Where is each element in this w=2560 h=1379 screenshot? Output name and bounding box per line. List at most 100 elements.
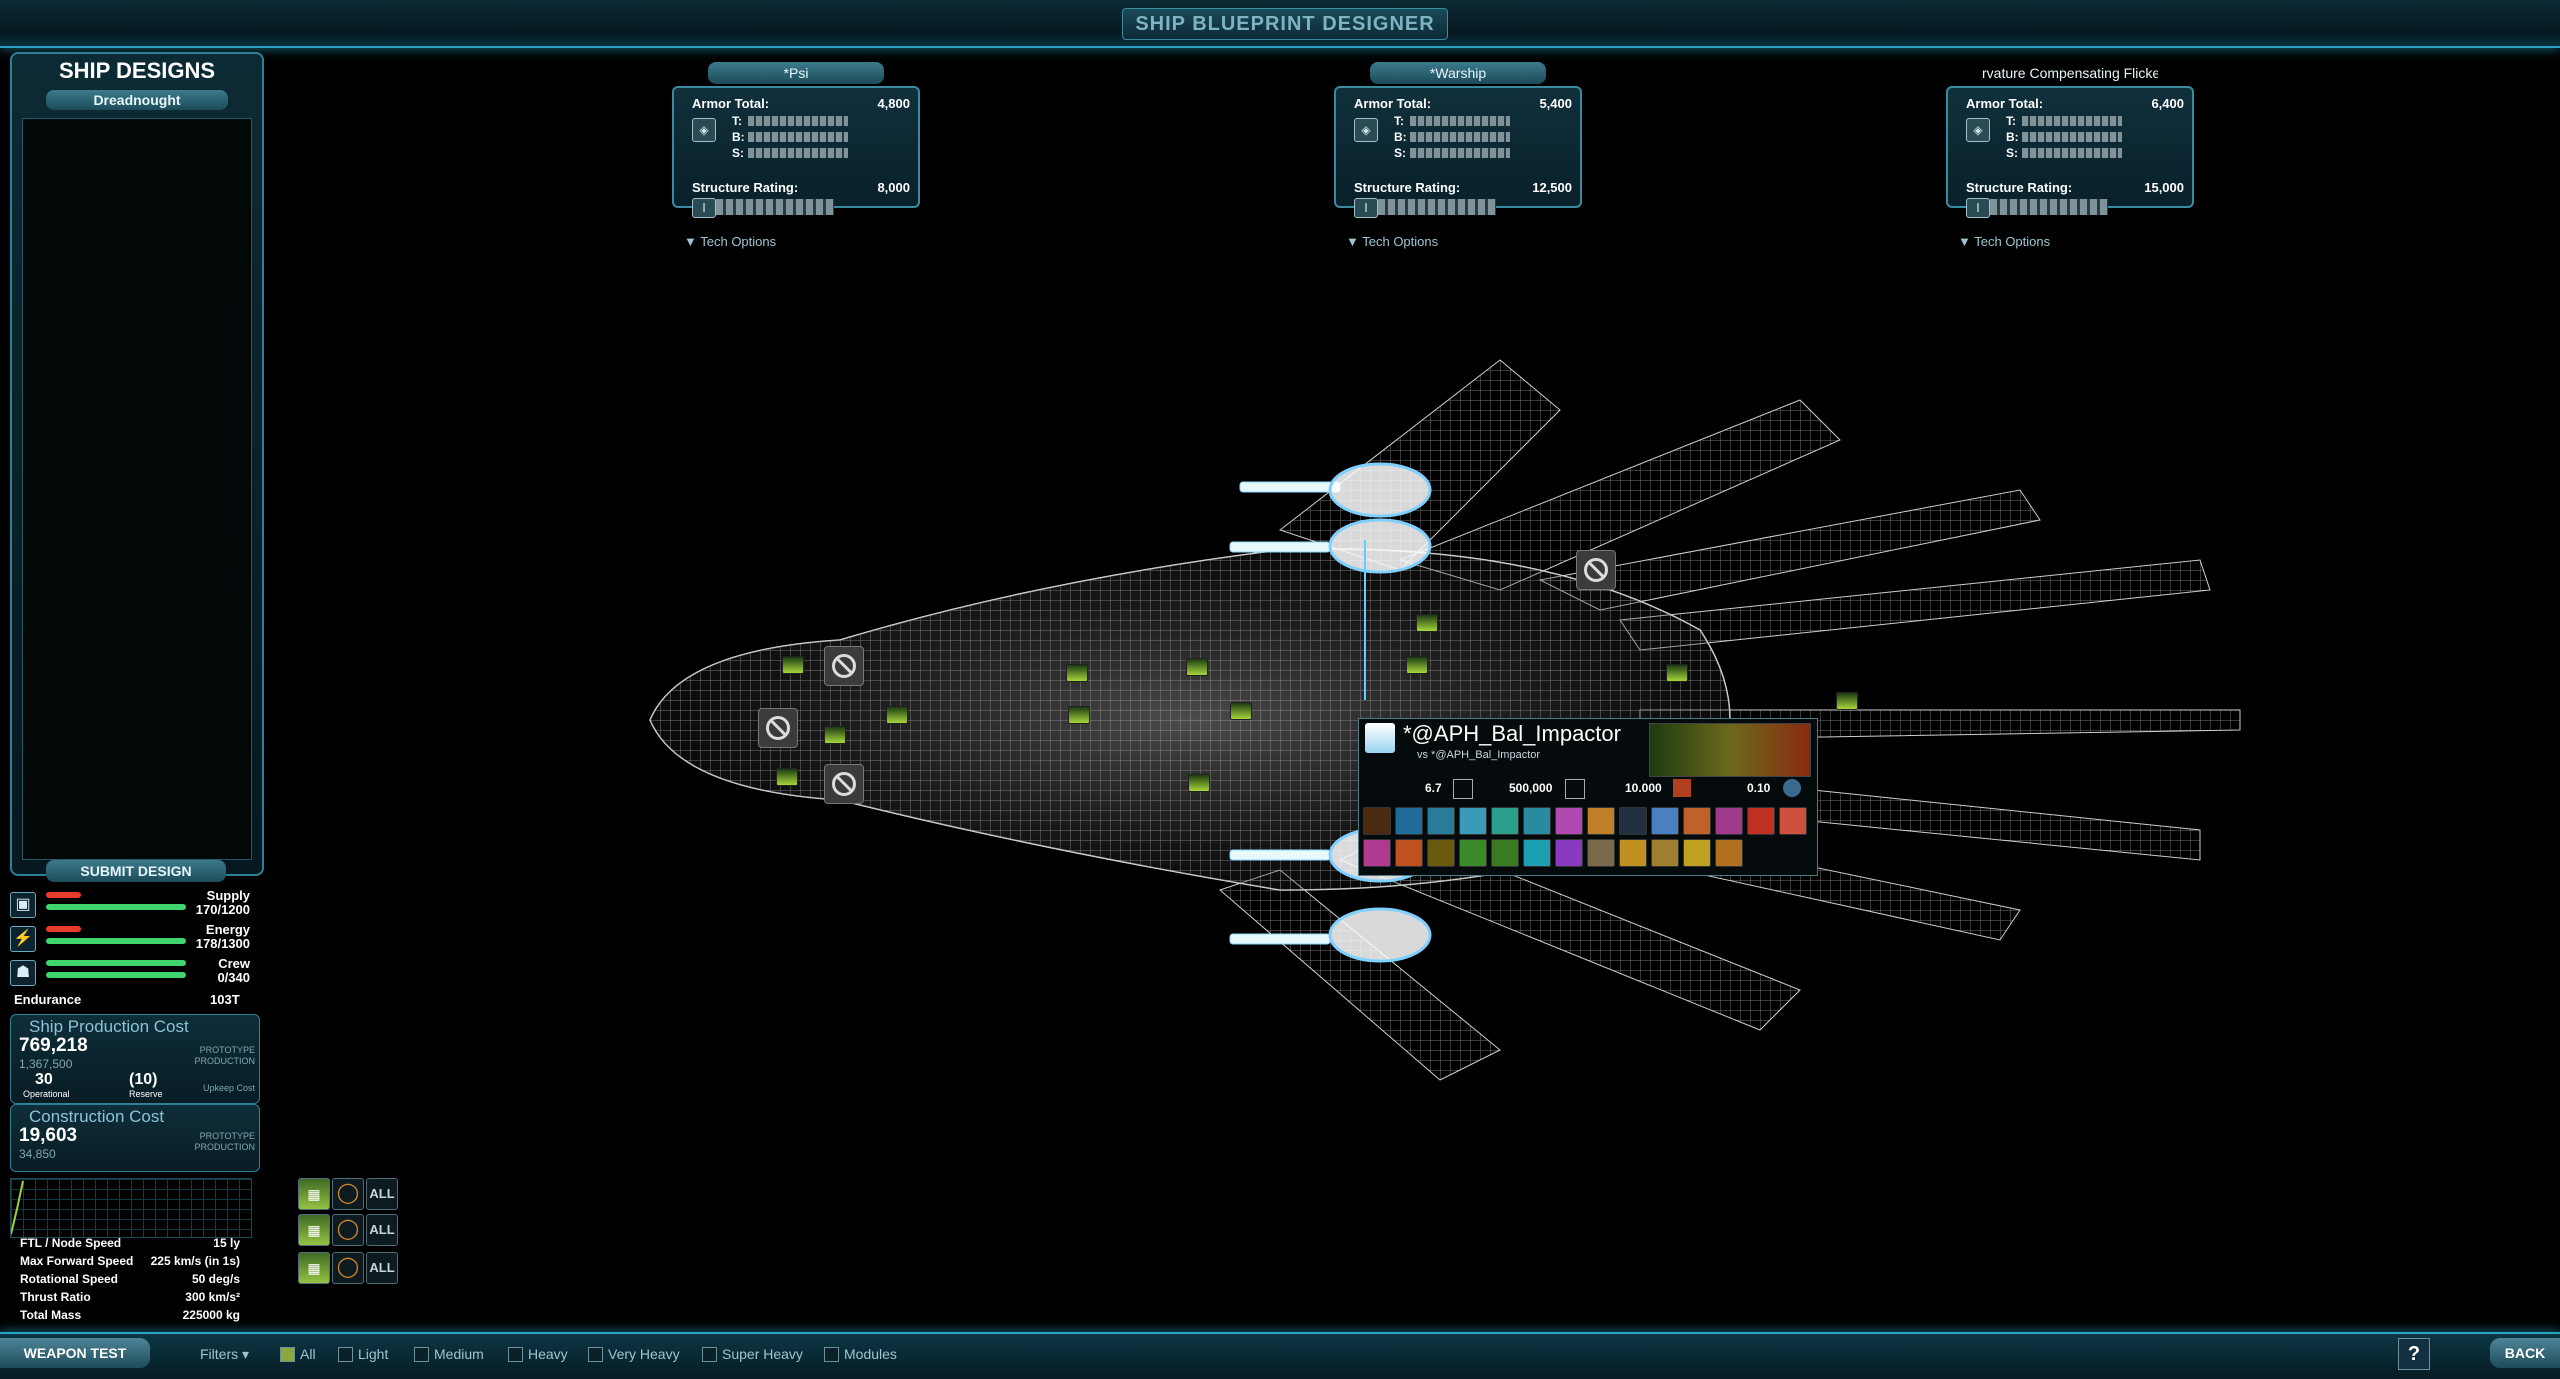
ship-panel-warship: *Warship Armor Total: 5,400 ◈ T: B: S: S… <box>1334 56 1582 249</box>
tech-options-button[interactable]: ▼ Tech Options <box>1346 234 1439 249</box>
modifier-grid <box>1363 805 1813 869</box>
blocked-slot-icon[interactable] <box>758 708 798 748</box>
modifier-icon[interactable] <box>1491 839 1519 867</box>
designs-list[interactable] <box>22 118 252 860</box>
modifier-icon[interactable] <box>1779 807 1807 835</box>
structure-bar <box>1378 199 1496 215</box>
weapon-slot-2-all-button[interactable]: ALL <box>366 1214 398 1246</box>
module-slot[interactable] <box>1406 656 1428 674</box>
weapon-slot-3-icon[interactable]: ▦ <box>298 1252 330 1284</box>
filter-very-heavy[interactable]: Very Heavy <box>588 1346 680 1364</box>
filter-super-heavy[interactable]: Super Heavy <box>702 1346 803 1364</box>
filter-heavy[interactable]: Heavy <box>508 1346 568 1364</box>
armor-row-b: B: <box>1394 130 1407 144</box>
modifier-icon[interactable] <box>1427 807 1455 835</box>
weapon-slot-3-all-button[interactable]: ALL <box>366 1252 398 1284</box>
modifier-icon[interactable] <box>1523 807 1551 835</box>
speed-graph <box>10 1178 252 1238</box>
modifier-icon[interactable] <box>1363 839 1391 867</box>
weapon-slot-2-icon[interactable]: ▦ <box>298 1214 330 1246</box>
structure-rating-value: 12,500 <box>1532 180 1572 195</box>
modifier-icon[interactable] <box>1427 839 1455 867</box>
modifier-icon[interactable] <box>1395 807 1423 835</box>
module-slot[interactable] <box>1666 664 1688 682</box>
structure-rating-label: Structure Rating: <box>1354 180 1461 195</box>
module-slot[interactable] <box>776 768 798 786</box>
shield-icon: ◈ <box>692 118 716 142</box>
module-slot[interactable] <box>1068 706 1090 724</box>
modifier-icon[interactable] <box>1395 839 1423 867</box>
modifier-icon[interactable] <box>1651 807 1679 835</box>
stat-label: Thrust Ratio <box>20 1290 91 1304</box>
armor-row-s: S: <box>732 146 744 160</box>
module-slot[interactable] <box>1066 664 1088 682</box>
module-slot[interactable] <box>1836 692 1858 710</box>
module-slot[interactable] <box>1188 774 1210 792</box>
modifier-icon[interactable] <box>1715 839 1743 867</box>
hull-class-selector[interactable]: Dreadnought <box>46 90 228 110</box>
energy-used-bar <box>46 926 81 932</box>
modifier-icon[interactable] <box>1459 839 1487 867</box>
structure-rating-label: Structure Rating: <box>1966 180 2073 195</box>
modifier-icon[interactable] <box>1555 839 1583 867</box>
blocked-slot-icon[interactable] <box>1576 550 1616 590</box>
shield-icon: ◈ <box>1354 118 1378 142</box>
modifier-icon[interactable] <box>1587 839 1615 867</box>
armor-row-b: B: <box>732 130 745 144</box>
modifier-icon[interactable] <box>1651 839 1679 867</box>
production-cost-value: 769,218 <box>19 1035 88 1056</box>
blocked-slot-icon[interactable] <box>824 764 864 804</box>
modifier-icon[interactable] <box>1683 807 1711 835</box>
modifier-icon[interactable] <box>1555 807 1583 835</box>
resource-supply: ▣ Supply 170/1200 <box>10 888 260 922</box>
module-slot[interactable] <box>782 656 804 674</box>
help-button[interactable]: ? <box>2398 1338 2430 1370</box>
tech-options-button[interactable]: ▼ Tech Options <box>684 234 777 249</box>
modifier-icon[interactable] <box>1747 807 1775 835</box>
structure-icon: Ⅰ <box>692 198 716 218</box>
ship-panel-tab[interactable]: *Psi <box>708 62 884 84</box>
back-button[interactable]: BACK <box>2490 1338 2560 1368</box>
filter-light[interactable]: Light <box>338 1346 388 1364</box>
weapon-subtitle: vs *@APH_Bal_Impactor <box>1417 749 1541 761</box>
blocked-slot-icon[interactable] <box>824 646 864 686</box>
filter-all[interactable]: All <box>280 1346 316 1364</box>
weapon-slot-3-ring[interactable]: ◯ <box>332 1252 364 1284</box>
modifier-icon[interactable] <box>1683 839 1711 867</box>
accuracy-icon <box>1783 779 1801 797</box>
modifier-icon[interactable] <box>1491 807 1519 835</box>
supply-used-bar <box>46 892 81 898</box>
weapon-slot-2-ring[interactable]: ◯ <box>332 1214 364 1246</box>
tech-options-button[interactable]: ▼ Tech Options <box>1958 234 2051 249</box>
module-slot[interactable] <box>886 706 908 724</box>
filter-modules[interactable]: Modules <box>824 1346 897 1364</box>
weapon-slot-1-all-button[interactable]: ALL <box>366 1178 398 1210</box>
module-slot[interactable] <box>1416 614 1438 632</box>
filter-medium[interactable]: Medium <box>414 1346 484 1364</box>
ship-panel-tab[interactable]: *Warship <box>1370 62 1546 84</box>
weapon-slot-1-icon[interactable]: ▦ <box>298 1178 330 1210</box>
armor-total-value: 6,400 <box>2151 96 2184 111</box>
modifier-icon[interactable] <box>1619 839 1647 867</box>
module-slot[interactable] <box>1230 702 1252 720</box>
weapon-test-button[interactable]: WEAPON TEST <box>0 1338 150 1368</box>
module-slot[interactable] <box>1186 658 1208 676</box>
modifier-icon[interactable] <box>1363 807 1391 835</box>
weapon-stat-3: 10.000 <box>1625 781 1662 795</box>
modifier-icon[interactable] <box>1459 807 1487 835</box>
modifier-icon[interactable] <box>1715 807 1743 835</box>
armor-bar-s <box>748 148 848 158</box>
submit-design-button[interactable]: SUBMIT DESIGN <box>46 860 226 882</box>
filters-dropdown[interactable]: Filters ▾ <box>200 1346 249 1363</box>
stat-value: 225 km/s (in 1s) <box>150 1254 240 1268</box>
modifier-icon[interactable] <box>1619 807 1647 835</box>
stat-value: 50 deg/s <box>191 1272 240 1286</box>
ship-production-cost: Ship Production Cost 769,218 1,367,500 P… <box>10 1014 260 1104</box>
modifier-icon[interactable] <box>1587 807 1615 835</box>
weapon-slot-1-ring[interactable]: ◯ <box>332 1178 364 1210</box>
ship-panel-tab[interactable]: rvature Compensating Flicker Wa <box>1982 65 2158 81</box>
modifier-icon[interactable] <box>1523 839 1551 867</box>
ship-panel-body: Armor Total: 6,400 ◈ T: B: S: Structure … <box>1946 86 2194 218</box>
module-slot[interactable] <box>824 726 846 744</box>
